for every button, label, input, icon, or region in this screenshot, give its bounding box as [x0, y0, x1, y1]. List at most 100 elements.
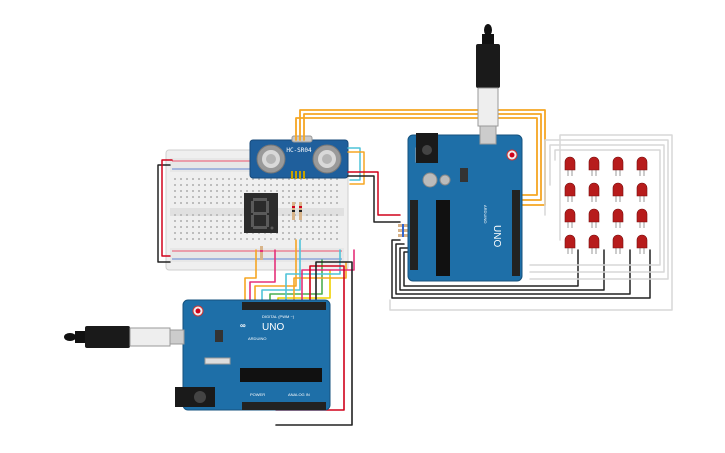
breadboard-hole [312, 178, 314, 180]
breadboard-hole [246, 238, 248, 240]
led[interactable] [564, 234, 576, 254]
breadboard-hole [204, 238, 206, 240]
right-arduino-resistors [398, 224, 412, 237]
breadboard-hole [234, 238, 236, 240]
breadboard-hole [330, 238, 332, 240]
breadboard-hole [306, 226, 308, 228]
breadboard-hole [336, 178, 338, 180]
breadboard-hole [234, 178, 236, 180]
led[interactable] [588, 182, 600, 202]
usb-cable-top[interactable] [476, 24, 500, 145]
breadboard-hole [174, 190, 176, 192]
breadboard-hole [216, 190, 218, 192]
breadboard-hole [306, 190, 308, 192]
breadboard-hole [252, 184, 254, 186]
led[interactable] [564, 156, 576, 176]
breadboard-hole [336, 190, 338, 192]
breadboard-hole [180, 238, 182, 240]
led[interactable] [636, 182, 648, 202]
breadboard-hole [324, 220, 326, 222]
breadboard-hole [318, 202, 320, 204]
breadboard-hole [276, 184, 278, 186]
breadboard-hole [336, 226, 338, 228]
breadboard-hole [234, 202, 236, 204]
breadboard-hole [270, 184, 272, 186]
breadboard-hole [270, 238, 272, 240]
led[interactable] [588, 208, 600, 228]
breadboard-hole [228, 220, 230, 222]
led[interactable] [636, 156, 648, 176]
breadboard-hole [282, 190, 284, 192]
breadboard-hole [180, 232, 182, 234]
arduino-uno-side[interactable]: UNO ARDUINO [407, 134, 523, 282]
breadboard-hole [264, 184, 266, 186]
breadboard-hole [186, 220, 188, 222]
breadboard-hole [312, 226, 314, 228]
breadboard-hole [240, 226, 242, 228]
main-arduino-power-label: POWER [250, 392, 265, 397]
breadboard-hole [300, 196, 302, 198]
led[interactable] [612, 156, 624, 176]
led[interactable] [588, 234, 600, 254]
breadboard-hole [282, 232, 284, 234]
led[interactable] [612, 208, 624, 228]
breadboard-hole [210, 184, 212, 186]
breadboard-resistors [260, 202, 302, 260]
breadboard-hole [276, 178, 278, 180]
breadboard-hole [186, 238, 188, 240]
breadboard-hole [306, 232, 308, 234]
led[interactable] [636, 208, 648, 228]
led-matrix[interactable] [564, 156, 648, 254]
breadboard-hole [216, 196, 218, 198]
breadboard-hole [288, 202, 290, 204]
breadboard-hole [210, 238, 212, 240]
breadboard-hole [330, 214, 332, 216]
breadboard-hole [210, 178, 212, 180]
breadboard-hole [324, 190, 326, 192]
breadboard-hole [306, 202, 308, 204]
breadboard-hole [174, 202, 176, 204]
breadboard-hole [240, 178, 242, 180]
breadboard-hole [258, 190, 260, 192]
breadboard-hole [306, 184, 308, 186]
breadboard-hole [192, 196, 194, 198]
breadboard-hole [216, 202, 218, 204]
breadboard-hole [192, 190, 194, 192]
usb-cable-left[interactable] [64, 326, 185, 348]
breadboard-hole [336, 184, 338, 186]
seven-segment-display[interactable]: 8 [244, 193, 278, 241]
breadboard-hole [318, 184, 320, 186]
led[interactable] [612, 234, 624, 254]
breadboard-hole [192, 184, 194, 186]
breadboard-hole [222, 184, 224, 186]
arduino-uno-main[interactable]: ∞ UNO ARDUINO DIGITAL (PWM ~) POWER ANAL… [182, 299, 331, 411]
breadboard-hole [198, 196, 200, 198]
led[interactable] [636, 234, 648, 254]
breadboard-hole [270, 178, 272, 180]
breadboard-hole [324, 226, 326, 228]
breadboard-hole [282, 220, 284, 222]
breadboard-hole [192, 214, 194, 216]
breadboard-hole [330, 178, 332, 180]
breadboard-hole [234, 226, 236, 228]
led[interactable] [588, 156, 600, 176]
breadboard-hole [336, 202, 338, 204]
led[interactable] [564, 208, 576, 228]
breadboard-hole [198, 238, 200, 240]
breadboard-hole [228, 190, 230, 192]
breadboard-hole [204, 196, 206, 198]
ultrasonic-sensor[interactable]: HC-SR04 [249, 135, 349, 179]
breadboard-hole [294, 196, 296, 198]
breadboard-hole [288, 196, 290, 198]
breadboard-hole [276, 238, 278, 240]
breadboard-hole [264, 178, 266, 180]
led[interactable] [612, 182, 624, 202]
led[interactable] [564, 182, 576, 202]
breadboard-hole [186, 196, 188, 198]
sensor-model-label: HC-SR04 [286, 147, 312, 154]
breadboard-hole [294, 232, 296, 234]
main-arduino-brand: ARDUINO [248, 336, 266, 341]
breadboard-hole [318, 226, 320, 228]
main-arduino-digital-label: DIGITAL (PWM ~) [262, 314, 295, 319]
